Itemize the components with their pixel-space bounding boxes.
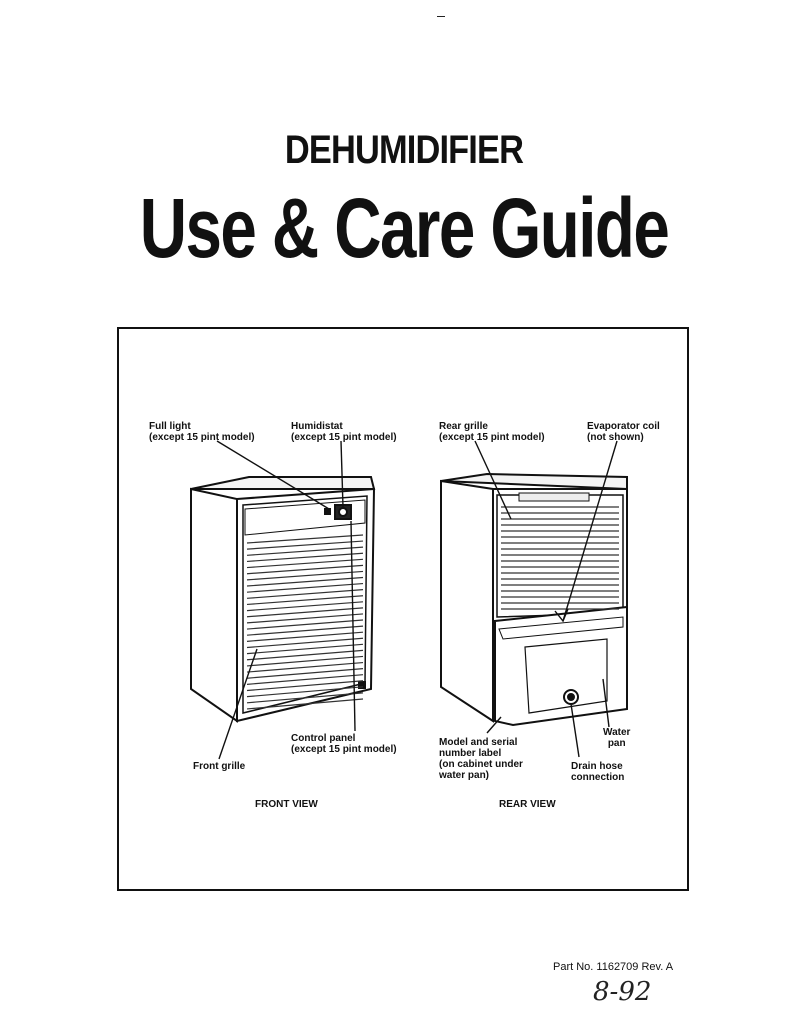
page-mark: [437, 16, 445, 17]
illustration-frame: Full light (except 15 pint model) Humidi…: [117, 327, 689, 891]
label-rear-grille: Rear grille (except 15 pint model): [439, 421, 545, 443]
leader-lines: [216, 440, 618, 760]
label-drain-hose: Drain hose connection: [571, 761, 625, 783]
front-grille-lines: [246, 534, 364, 710]
document-subtitle: DEHUMIDIFIER: [284, 128, 524, 172]
label-humidistat: Humidistat (except 15 pint model): [291, 421, 397, 443]
label-control-panel: Control panel (except 15 pint model): [291, 733, 397, 755]
dehumidifier-illustration: [190, 440, 628, 760]
rear-view-unit: [440, 472, 628, 727]
label-full-light: Full light (except 15 pint model): [149, 421, 255, 443]
handwritten-date: 8-92: [593, 977, 652, 1007]
label-evaporator-coil: Evaporator coil (not shown): [587, 421, 660, 443]
caption-rear-view: REAR VIEW: [499, 799, 556, 810]
part-number: Part No. 1162709 Rev. A: [553, 961, 674, 973]
document-title: Use & Care Guide: [139, 181, 670, 275]
rear-grille-lines: [501, 506, 619, 610]
label-front-grille: Front grille: [193, 761, 246, 772]
label-model-serial: Model and serial number label (on cabine…: [439, 737, 523, 781]
front-view-unit: [190, 476, 376, 723]
caption-front-view: FRONT VIEW: [255, 799, 318, 810]
label-water-pan: Water pan: [603, 727, 631, 749]
